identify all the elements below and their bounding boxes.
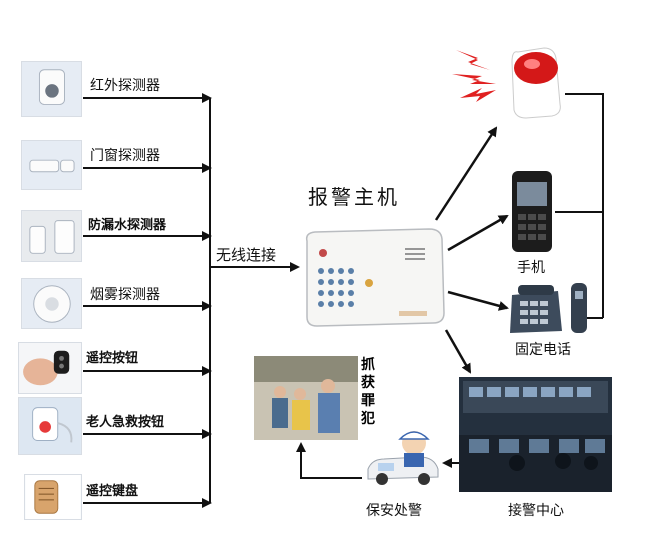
alarm-host-panel-icon	[301, 227, 447, 328]
arrow-host-landline	[447, 290, 509, 311]
arrow-host-center	[444, 329, 472, 374]
detector-label-2: 门窗探测器	[90, 148, 160, 164]
arrow-host-mobile	[447, 214, 509, 252]
detector-label-1: 红外探测器	[90, 78, 160, 94]
mobile-label: 手机	[517, 260, 545, 276]
mobile-phone-icon	[509, 170, 555, 253]
detector-label-6: 老人急救按钮	[86, 415, 165, 430]
elderly-emergency-button-icon	[18, 397, 82, 455]
arrest-photo-icon	[254, 356, 358, 440]
arrow-host-siren	[434, 126, 498, 221]
wireless-label: 无线连接	[216, 246, 277, 264]
arrow-security-arrest	[296, 442, 362, 479]
detector-label-3: 防漏水探测器	[88, 218, 167, 233]
landline-label: 固定电话	[515, 342, 571, 358]
wire-siren-right	[565, 93, 604, 318]
arrest-label: 抓获罪犯	[361, 357, 375, 427]
monitoring-center-icon	[459, 377, 612, 492]
door-window-sensor-icon	[21, 140, 82, 190]
remote-button-icon	[18, 342, 82, 394]
detector-label-7: 遥控键盘	[86, 484, 139, 499]
water-leak-detector-icon	[21, 210, 82, 262]
security-guard-icon	[364, 429, 444, 489]
siren-icon	[452, 44, 568, 124]
detector-label-5: 遥控按钮	[86, 351, 139, 366]
remote-keypad-icon	[24, 474, 82, 520]
smoke-detector-icon	[21, 278, 82, 329]
center-label: 接警中心	[508, 503, 564, 519]
detector-label-4: 烟雾探测器	[90, 287, 160, 303]
infrared-detector-icon	[21, 61, 82, 117]
security-label: 保安处警	[366, 503, 422, 519]
landline-phone-icon	[508, 281, 593, 334]
host-title: 报警主机	[308, 185, 400, 209]
